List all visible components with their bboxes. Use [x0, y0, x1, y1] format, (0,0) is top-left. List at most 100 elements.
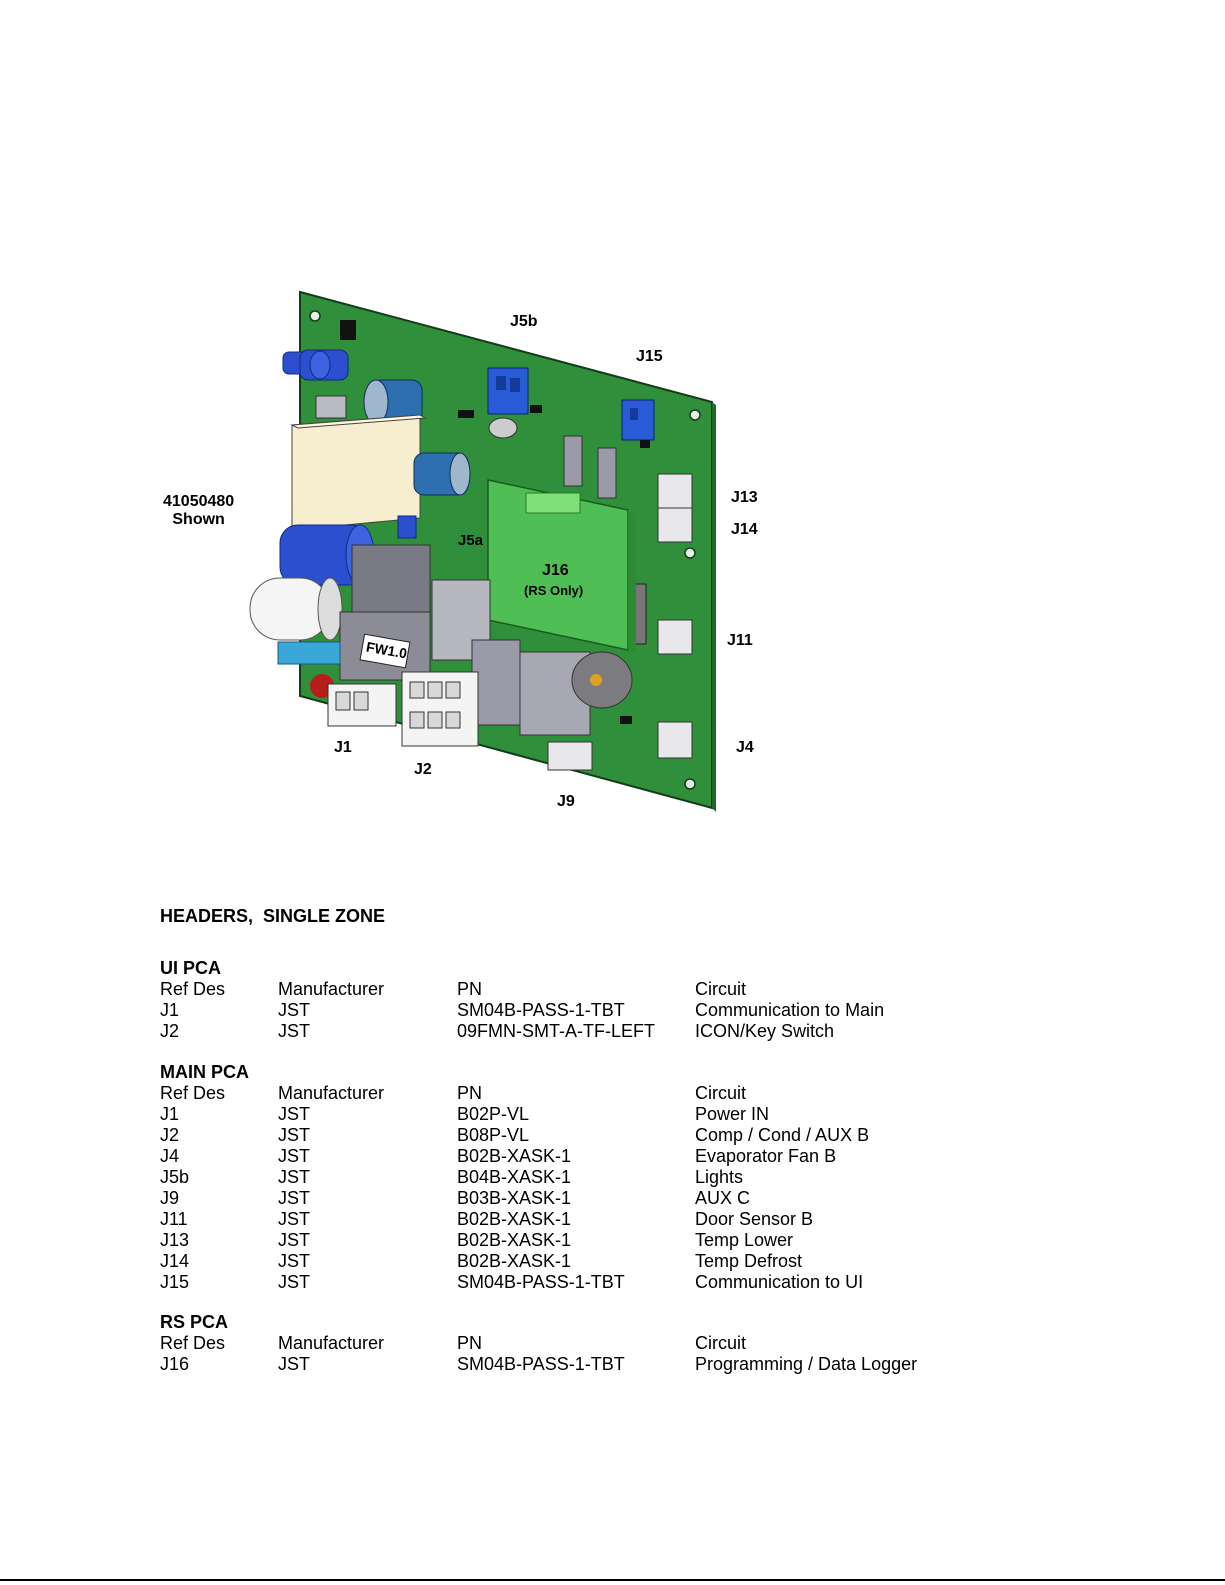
j5a-board-label: J5a [458, 532, 484, 549]
manufacturer: JST [278, 1167, 311, 1187]
manufacturer: JST [278, 1125, 311, 1145]
ref-des: J14 [160, 1251, 190, 1271]
transformer [290, 414, 427, 531]
callout-j2: J2 [414, 761, 432, 778]
part-number: SM04B-PASS-1-TBT [457, 1272, 625, 1292]
table-row: J9 JST B03B-XASK-1 AUX C [160, 1188, 750, 1209]
column-header-row: Ref Des Manufacturer PN Circuit [160, 1083, 746, 1104]
circuit: Comp / Cond / AUX B [695, 1125, 870, 1145]
j16-board-label: J16 [542, 562, 569, 579]
model-shown-label: 41050480 Shown [163, 493, 234, 529]
electrolytic-cap-2 [413, 452, 471, 496]
callout-j15: J15 [636, 348, 663, 365]
part-number: B02B-XASK-1 [457, 1146, 572, 1166]
col-pn: PN [457, 979, 483, 999]
document-heading: HEADERS, SINGLE ZONE [160, 906, 386, 926]
manufacturer: JST [278, 1354, 311, 1374]
ref-des: J15 [160, 1272, 190, 1292]
part-number: SM04B-PASS-1-TBT [457, 1000, 625, 1020]
callout-j14: J14 [731, 521, 758, 538]
rs-pca [487, 479, 636, 654]
part-number: B02B-XASK-1 [457, 1209, 572, 1229]
part-number: 09FMN-SMT-A-TF-LEFT [457, 1021, 655, 1041]
col-ref-des: Ref Des [160, 979, 226, 999]
film-capacitor [249, 577, 343, 641]
circuit: ICON/Key Switch [695, 1021, 835, 1041]
col-ref-des: Ref Des [160, 1083, 226, 1103]
column-header-row: Ref Des Manufacturer PN Circuit [160, 1333, 746, 1354]
manufacturer: JST [278, 1000, 311, 1020]
ref-des: J4 [160, 1146, 180, 1166]
table-row: J13 JST B02B-XASK-1 Temp Lower [160, 1230, 793, 1251]
table-row: J1 JST SM04B-PASS-1-TBT Communication to… [160, 1000, 884, 1021]
col-circuit: Circuit [695, 1083, 747, 1103]
table-row: J15 JST SM04B-PASS-1-TBT Communication t… [160, 1272, 863, 1293]
shown-text: Shown [172, 511, 225, 528]
table-row: J2 JST 09FMN-SMT-A-TF-LEFT ICON/Key Swit… [160, 1021, 834, 1042]
section-title: RS PCA [160, 1312, 229, 1332]
electrolytic-cap [363, 379, 423, 425]
page-bottom-rule [0, 1579, 1225, 1581]
rs-only-board-label: (RS Only) [524, 583, 584, 598]
manufacturer: JST [278, 1230, 311, 1250]
table-row: J14 JST B02B-XASK-1 Temp Defrost [160, 1251, 802, 1272]
ref-des: J16 [160, 1354, 190, 1374]
pcb-illustration [249, 290, 716, 812]
pcb-edge [712, 402, 716, 812]
manufacturer: JST [278, 1251, 311, 1271]
j2-connector [401, 671, 479, 747]
circuit: Door Sensor B [695, 1209, 814, 1229]
circuit: Communication to UI [695, 1272, 864, 1292]
ref-des: J1 [160, 1104, 180, 1124]
col-manufacturer: Manufacturer [278, 1083, 385, 1103]
circuit: AUX C [695, 1188, 751, 1208]
ref-des: J2 [160, 1021, 180, 1041]
ref-des: J13 [160, 1230, 190, 1250]
col-pn: PN [457, 1333, 483, 1353]
right-headers [657, 473, 693, 759]
circuit: Temp Defrost [695, 1251, 803, 1271]
manufacturer: JST [278, 1146, 311, 1166]
table-row: J5b JST B04B-XASK-1 Lights [160, 1167, 743, 1188]
callout-j1: J1 [334, 739, 352, 756]
col-manufacturer: Manufacturer [278, 979, 385, 999]
table-row: J16 JST SM04B-PASS-1-TBT Programming / D… [160, 1354, 917, 1375]
table-row: J1 JST B02P-VL Power IN [160, 1104, 769, 1125]
j9-connector [547, 741, 593, 771]
col-circuit: Circuit [695, 1333, 747, 1353]
part-number: B02B-XASK-1 [457, 1230, 572, 1250]
callout-j4: J4 [736, 739, 754, 756]
manufacturer: JST [278, 1104, 311, 1124]
section-rs-pca: RS PCA Ref Des Manufacturer PN Circuit J… [160, 1312, 917, 1375]
callout-j13: J13 [731, 489, 758, 506]
circuit: Communication to Main [695, 1000, 885, 1020]
circuit: Evaporator Fan B [695, 1146, 837, 1166]
buzzer [571, 651, 633, 709]
manufacturer: JST [278, 1021, 311, 1041]
j15-connector [621, 399, 655, 441]
blue-capacitors [282, 349, 349, 381]
pcb-figure: J16 (RS Only) FW1.0 J5a 41050480 Shown J… [163, 290, 758, 812]
relays [339, 544, 591, 736]
table-row: J4 JST B02B-XASK-1 Evaporator Fan B [160, 1146, 836, 1167]
ref-des: J2 [160, 1125, 180, 1145]
col-circuit: Circuit [695, 979, 747, 999]
ref-des: J9 [160, 1188, 180, 1208]
part-number: B02P-VL [457, 1104, 530, 1124]
column-header-row: Ref Des Manufacturer PN Circuit [160, 979, 746, 1000]
model-number: 41050480 [163, 493, 235, 510]
table-row: J11 JST B02B-XASK-1 Door Sensor B [160, 1209, 813, 1230]
ref-des: J11 [160, 1209, 188, 1229]
manufacturer: JST [278, 1272, 311, 1292]
j1-connector [327, 683, 397, 727]
j5b-connector [487, 367, 529, 415]
col-ref-des: Ref Des [160, 1333, 226, 1353]
col-pn: PN [457, 1083, 483, 1103]
ref-des: J5b [160, 1167, 190, 1187]
part-number: B04B-XASK-1 [457, 1167, 572, 1187]
part-number: B02B-XASK-1 [457, 1251, 572, 1271]
circuit: Programming / Data Logger [695, 1354, 918, 1374]
circuit: Lights [695, 1167, 744, 1187]
section-title: UI PCA [160, 958, 222, 978]
callout-j5b: J5b [510, 313, 538, 330]
